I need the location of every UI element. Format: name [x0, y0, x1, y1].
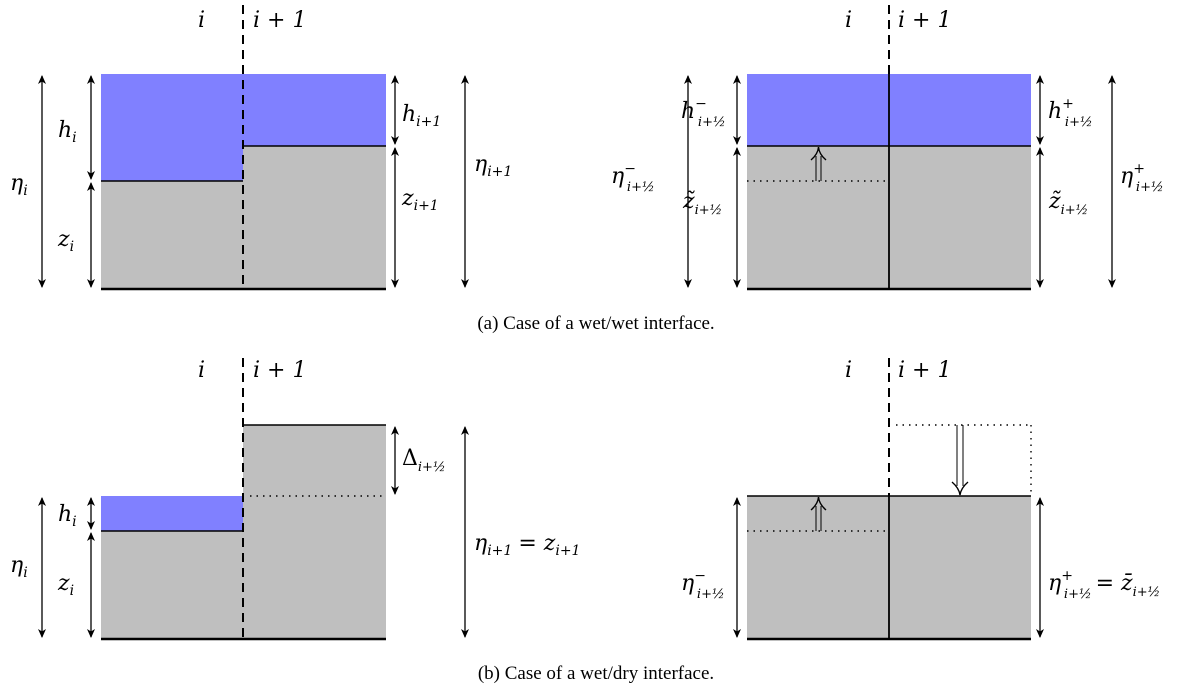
label-i: i	[845, 358, 852, 383]
label-h-i: hi	[58, 118, 77, 146]
label-eta-minus: η−i+½	[611, 161, 655, 195]
label-z-i: zi	[57, 227, 74, 255]
label-i-plus-1: i + 1	[253, 358, 306, 383]
label-eta-minus: η−i+½	[681, 568, 725, 602]
bed-cell-i-plus-1	[243, 425, 386, 639]
bed-cell-i-plus-1	[243, 146, 386, 289]
water-cell-i	[101, 74, 243, 181]
label-eta-i: ηi	[10, 171, 28, 199]
label-i: i	[845, 8, 852, 33]
panel-a-left: i i + 1 hi zi ηi hi+1 zi+1 ηi+1	[10, 5, 512, 291]
label-i-plus-1: i + 1	[898, 8, 951, 33]
label-h-minus: h−i+½	[681, 96, 726, 130]
label-eta-i-plus-1: ηi+1	[474, 152, 512, 180]
panel-b-left: i i + 1 hi zi ηi Δi+½ ηi+1= zi+1	[10, 358, 580, 641]
bed-cell-i	[101, 531, 243, 639]
label-delta: Δi+½	[402, 446, 446, 475]
water-cell-i-plus-1	[243, 74, 386, 146]
label-eta-plus: η+i+½	[1120, 161, 1164, 195]
label-h-i-plus-1: hi+1	[402, 102, 441, 130]
label-eta-i: ηi	[10, 553, 28, 581]
panel-b-right: i i + 1 η−i+½ η+i+½= z̄i+½	[681, 358, 1160, 641]
caption-b: (b) Case of a wet/dry interface.	[478, 663, 714, 684]
raise-arrow-icon	[810, 496, 827, 531]
raise-arrow-icon	[810, 146, 827, 181]
label-i: i	[198, 358, 205, 383]
label-ztilde-right: z̃i+½	[1048, 189, 1088, 218]
bed-cell-i	[101, 181, 243, 289]
caption-a: (a) Case of a wet/wet interface.	[477, 313, 714, 334]
label-i-plus-1: i + 1	[898, 358, 951, 383]
label-ztilde-left: z̃i+½	[682, 189, 722, 218]
water-cell-i	[101, 496, 243, 531]
label-eta-plus-eq-zbar: η+i+½= z̄i+½	[1048, 568, 1160, 602]
label-eta-eq-z: ηi+1= zi+1	[474, 531, 580, 559]
panel-a-right: i i + 1 h−i+½ h+i+½ η−i+½ η+i+½ z̃i+½ z̃…	[611, 5, 1164, 291]
lower-arrow-icon	[951, 425, 969, 496]
label-h-plus: h+i+½	[1048, 96, 1093, 130]
label-z-i-plus-1: zi+1	[401, 186, 439, 214]
label-h-i: hi	[58, 502, 77, 530]
label-z-i: zi	[57, 571, 74, 599]
label-i-plus-1: i + 1	[253, 8, 306, 33]
label-i: i	[198, 8, 205, 33]
